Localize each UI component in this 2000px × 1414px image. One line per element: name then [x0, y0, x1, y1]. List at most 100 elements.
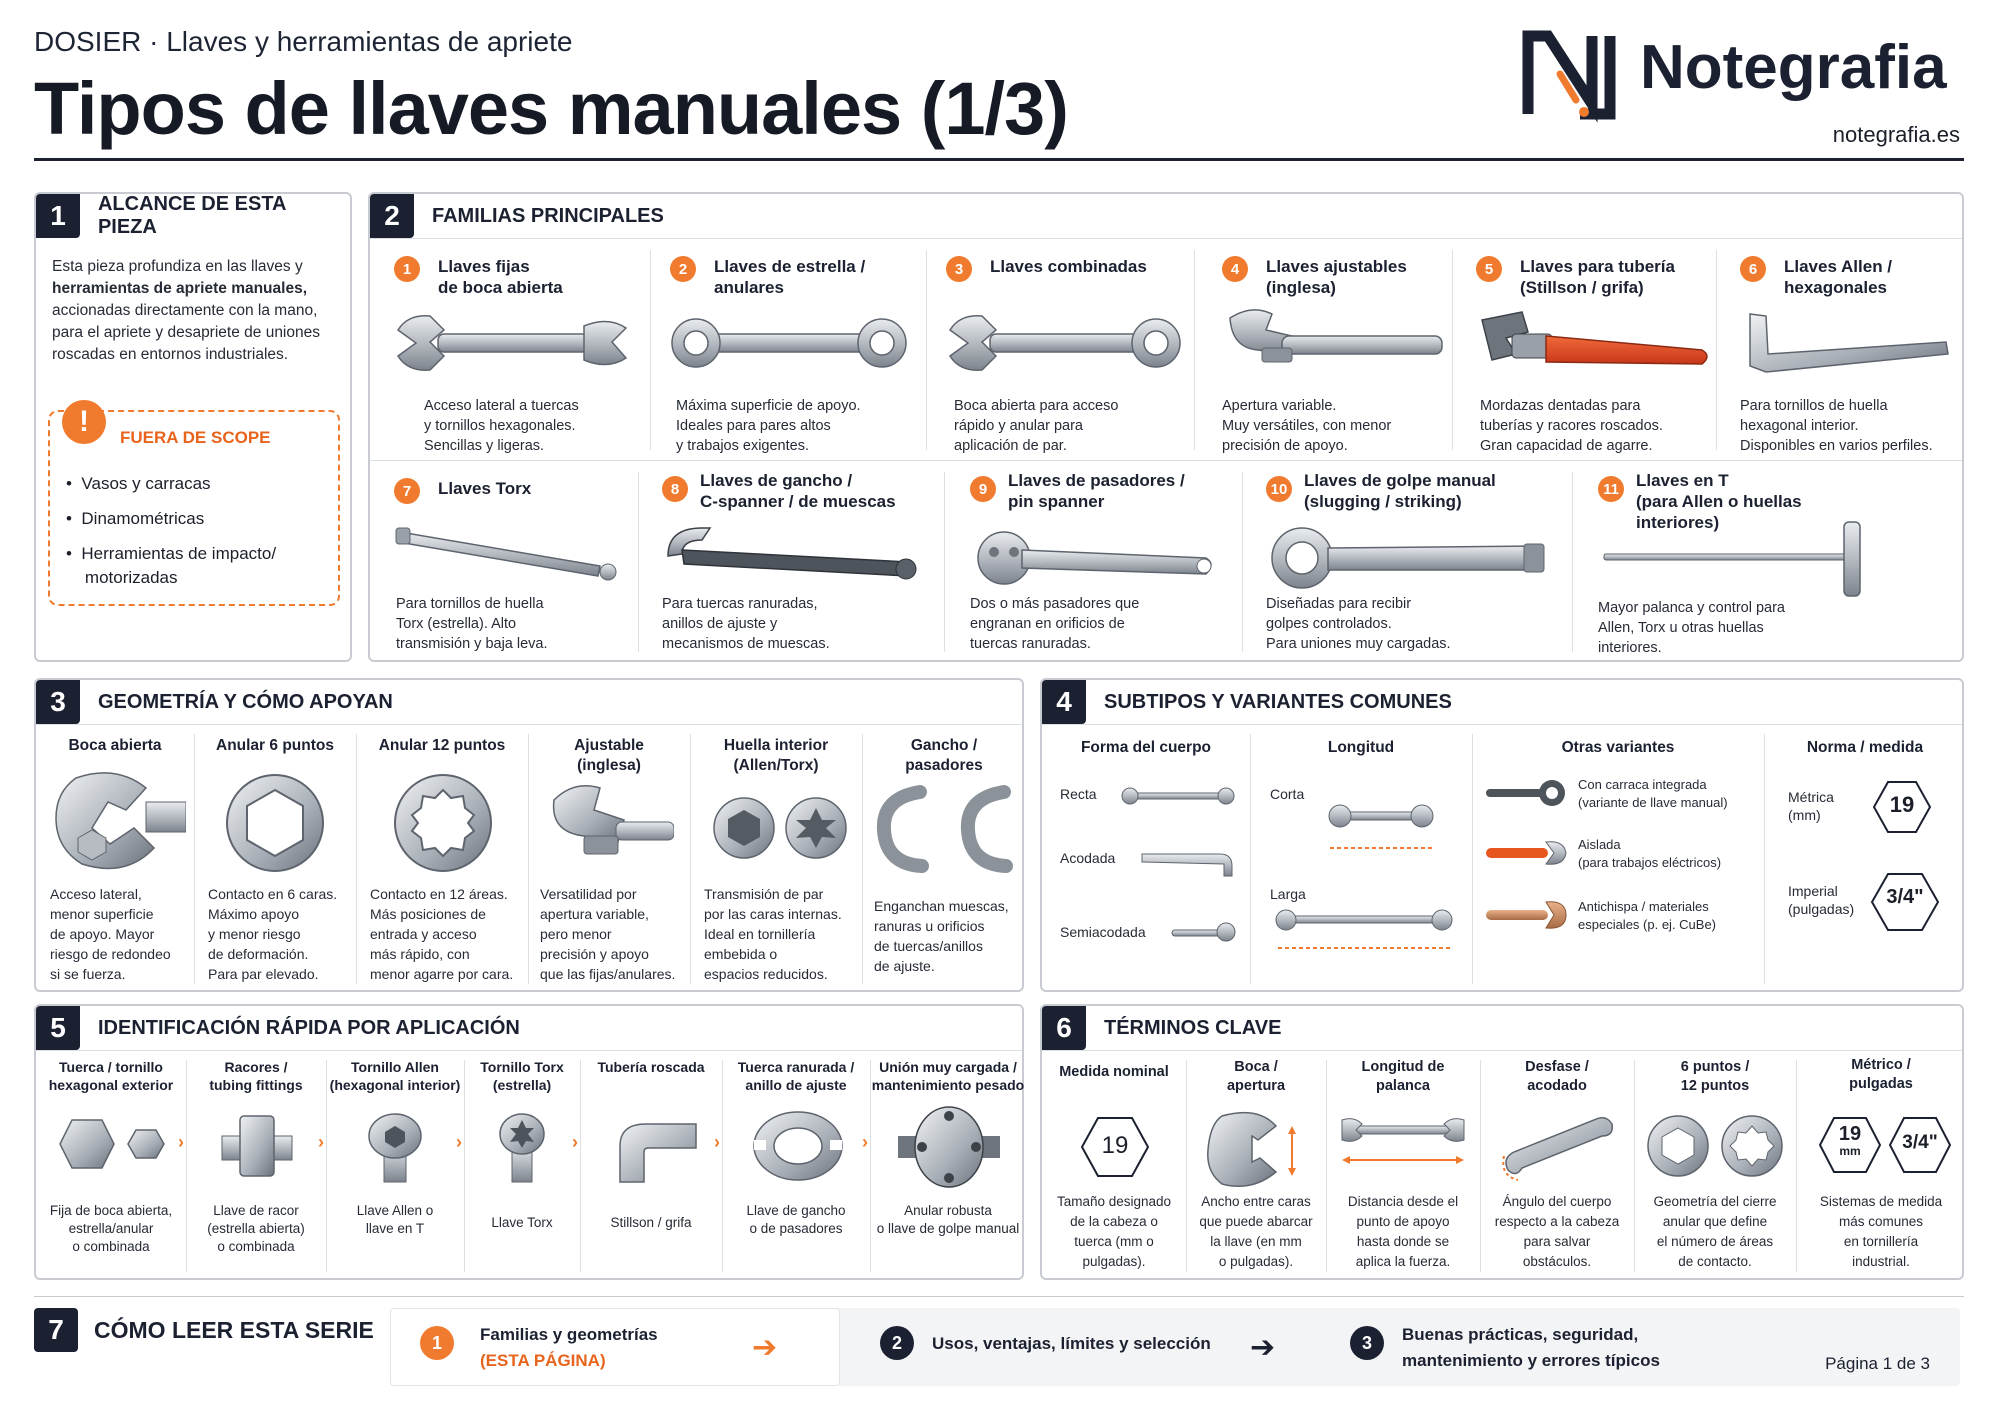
- section-key-terms: 6 TÉRMINOS CLAVE Medida nominal Boca /ap…: [1040, 1004, 1964, 1280]
- family-card: 8 Llaves de gancho /C-spanner / de muesc…: [662, 470, 942, 658]
- metric-hex-icon: [1872, 781, 1932, 833]
- hex-nut-bolt-icon: [59, 1119, 165, 1169]
- adjustable-wrench-icon: [1229, 309, 1443, 363]
- insulated-wrench-icon: [1486, 841, 1567, 865]
- imperial-value: 3/4": [1886, 886, 1924, 908]
- arrow-right-icon: ›: [178, 1132, 184, 1152]
- variant-label: Corta: [1270, 786, 1305, 802]
- variant-label: Larga: [1270, 886, 1306, 902]
- section-number: 7: [34, 1308, 78, 1352]
- notegrafia-logo-icon: [1522, 30, 1616, 123]
- list-item: • Dinamométricas: [66, 509, 205, 528]
- tube-fitting-icon: [221, 1115, 293, 1177]
- striking-wrench-icon: [1271, 527, 1545, 589]
- step-number: 2: [880, 1326, 914, 1360]
- arrow-right-icon: ➔: [1250, 1331, 1276, 1364]
- lever-length-icon: [1341, 1118, 1465, 1164]
- six-point-ring-icon: [226, 774, 324, 872]
- section-series: 7 CÓMO LEER ESTA SERIE 1 Familias y geom…: [34, 1296, 1964, 1396]
- section-title: CÓMO LEER ESTA SERIE: [94, 1316, 374, 1343]
- allen-key-icon: [1749, 313, 1949, 373]
- section-geometry: 3 GEOMETRÍA Y CÓMO APOYAN Boca abierta A…: [34, 678, 1024, 992]
- hook-spanner-icon: [667, 527, 917, 580]
- ring-spanner-icon: [671, 318, 907, 368]
- warning-icon: !: [62, 400, 106, 444]
- straight-wrench-icon: [1121, 787, 1235, 805]
- arrow-right-icon: ›: [572, 1132, 578, 1152]
- section-title: IDENTIFICACIÓN RÁPIDA POR APLICACIÓN: [98, 1016, 520, 1039]
- torx-bolt-icon: [499, 1113, 545, 1183]
- offset-angle-icon: [1502, 1117, 1614, 1181]
- ratchet-wrench-icon: [1486, 780, 1565, 806]
- series-step: Familias y geometrías(ESTA PÁGINA): [480, 1325, 658, 1370]
- hex-torx-socket-icon: [713, 797, 847, 859]
- section-number: 4: [1042, 680, 1086, 724]
- combination-wrench-icon: [948, 315, 1181, 371]
- nominal-size-hex-icon: [1080, 1117, 1150, 1177]
- slotted-ring-nut-icon: [753, 1111, 843, 1181]
- arrow-right-icon: ›: [318, 1132, 324, 1152]
- list-item: • Herramientas de impacto/ motorizadas: [66, 544, 277, 587]
- family-card: 4 Llaves ajustables(inglesa) Apertura va…: [1222, 256, 1452, 456]
- section-title: SUBTIPOS Y VARIANTES COMUNES: [1104, 690, 1452, 713]
- section-application: 5 IDENTIFICACIÓN RÁPIDA POR APLICACIÓN T…: [34, 1004, 1024, 1280]
- short-wrench-icon: [1328, 804, 1434, 849]
- imperial-hex-icon: [1870, 873, 1940, 931]
- open-end-head-icon: [55, 772, 186, 870]
- arrow-right-icon: ›: [862, 1132, 868, 1152]
- brand-logo: Notegrafia: [1510, 24, 1960, 124]
- family-card: 6 Llaves Allen /hexagonales Para tornill…: [1740, 256, 1960, 456]
- pin-spanner-icon: [977, 531, 1212, 585]
- section-number: 6: [1042, 1006, 1086, 1050]
- series-step: Usos, ventajas, límites y selección: [932, 1334, 1211, 1353]
- page-indicator: Página 1 de 3: [1825, 1354, 1930, 1373]
- scope-text: Esta pieza profundiza en las llaves y he…: [52, 258, 320, 363]
- page-title: Tipos de llaves manuales (1/3): [34, 67, 1069, 150]
- arrow-right-icon: ➔: [752, 1331, 778, 1364]
- out-of-scope-title: FUERA DE SCOPE: [120, 428, 271, 447]
- section-title: FAMILIAS PRINCIPALES: [432, 204, 664, 227]
- threaded-pipe-elbow-icon: [619, 1123, 697, 1183]
- section-scope: 1 ALCANCE DE ESTA PIEZA Esta pieza profu…: [34, 192, 352, 662]
- heavy-flange-icon: [898, 1106, 1000, 1188]
- variant-label: Semiacodada: [1060, 924, 1146, 940]
- brand-name: Notegrafia: [1640, 33, 1947, 102]
- hook-pin-icon: [876, 785, 1013, 873]
- section-number: 5: [36, 1006, 80, 1050]
- family-number: 1: [394, 256, 420, 282]
- brand-url: notegrafia.es: [1832, 122, 1960, 147]
- list-item: • Vasos y carracas: [66, 474, 211, 493]
- open-end-wrench-icon: [396, 315, 628, 371]
- offset-wrench-icon: [1141, 853, 1233, 877]
- out-of-scope-box: ! FUERA DE SCOPE • Vasos y carracas • Di…: [48, 400, 340, 606]
- family-card: 2 Llaves de estrella /anulares Máxima su…: [670, 256, 920, 456]
- dossier-kicker: DOSIER · Llaves y herramientas de apriet…: [34, 26, 573, 57]
- allen-bolt-icon: [368, 1113, 422, 1183]
- section-number: 3: [36, 680, 80, 724]
- family-card: 3 Llaves combinadas Boca abierta para ac…: [946, 256, 1186, 456]
- section-number: 1: [36, 194, 80, 238]
- metric-mm-hex-icon: [1818, 1117, 1882, 1173]
- adjustable-jaw-icon: [552, 785, 674, 855]
- t-handle-key-icon: [1603, 521, 1861, 597]
- family-card: 10 Llaves de golpe manual(slugging / str…: [1266, 470, 1566, 658]
- arrow-right-icon: ›: [714, 1132, 720, 1152]
- section-title: TÉRMINOS CLAVE: [1104, 1016, 1282, 1039]
- step-number: 1: [420, 1326, 454, 1360]
- section-variants: 4 SUBTIPOS Y VARIANTES COMUNES Forma del…: [1040, 678, 1964, 992]
- family-card: 5 Llaves para tubería(Stillson / grifa) …: [1476, 256, 1716, 456]
- section-number: 2: [370, 194, 414, 238]
- non-sparking-wrench-icon: [1486, 901, 1567, 929]
- six-twelve-point-icon: [1647, 1115, 1783, 1177]
- twelve-point-ring-icon: [394, 774, 492, 872]
- variant-label: Recta: [1060, 786, 1097, 802]
- inch-hex-icon: [1888, 1117, 1952, 1173]
- metric-value: 19: [1889, 792, 1915, 817]
- arrow-right-icon: ›: [456, 1132, 462, 1152]
- family-card: 9 Llaves de pasadores /pin spanner Dos o…: [970, 470, 1240, 658]
- out-of-scope-list: • Vasos y carracas • Dinamométricas • He…: [66, 466, 276, 590]
